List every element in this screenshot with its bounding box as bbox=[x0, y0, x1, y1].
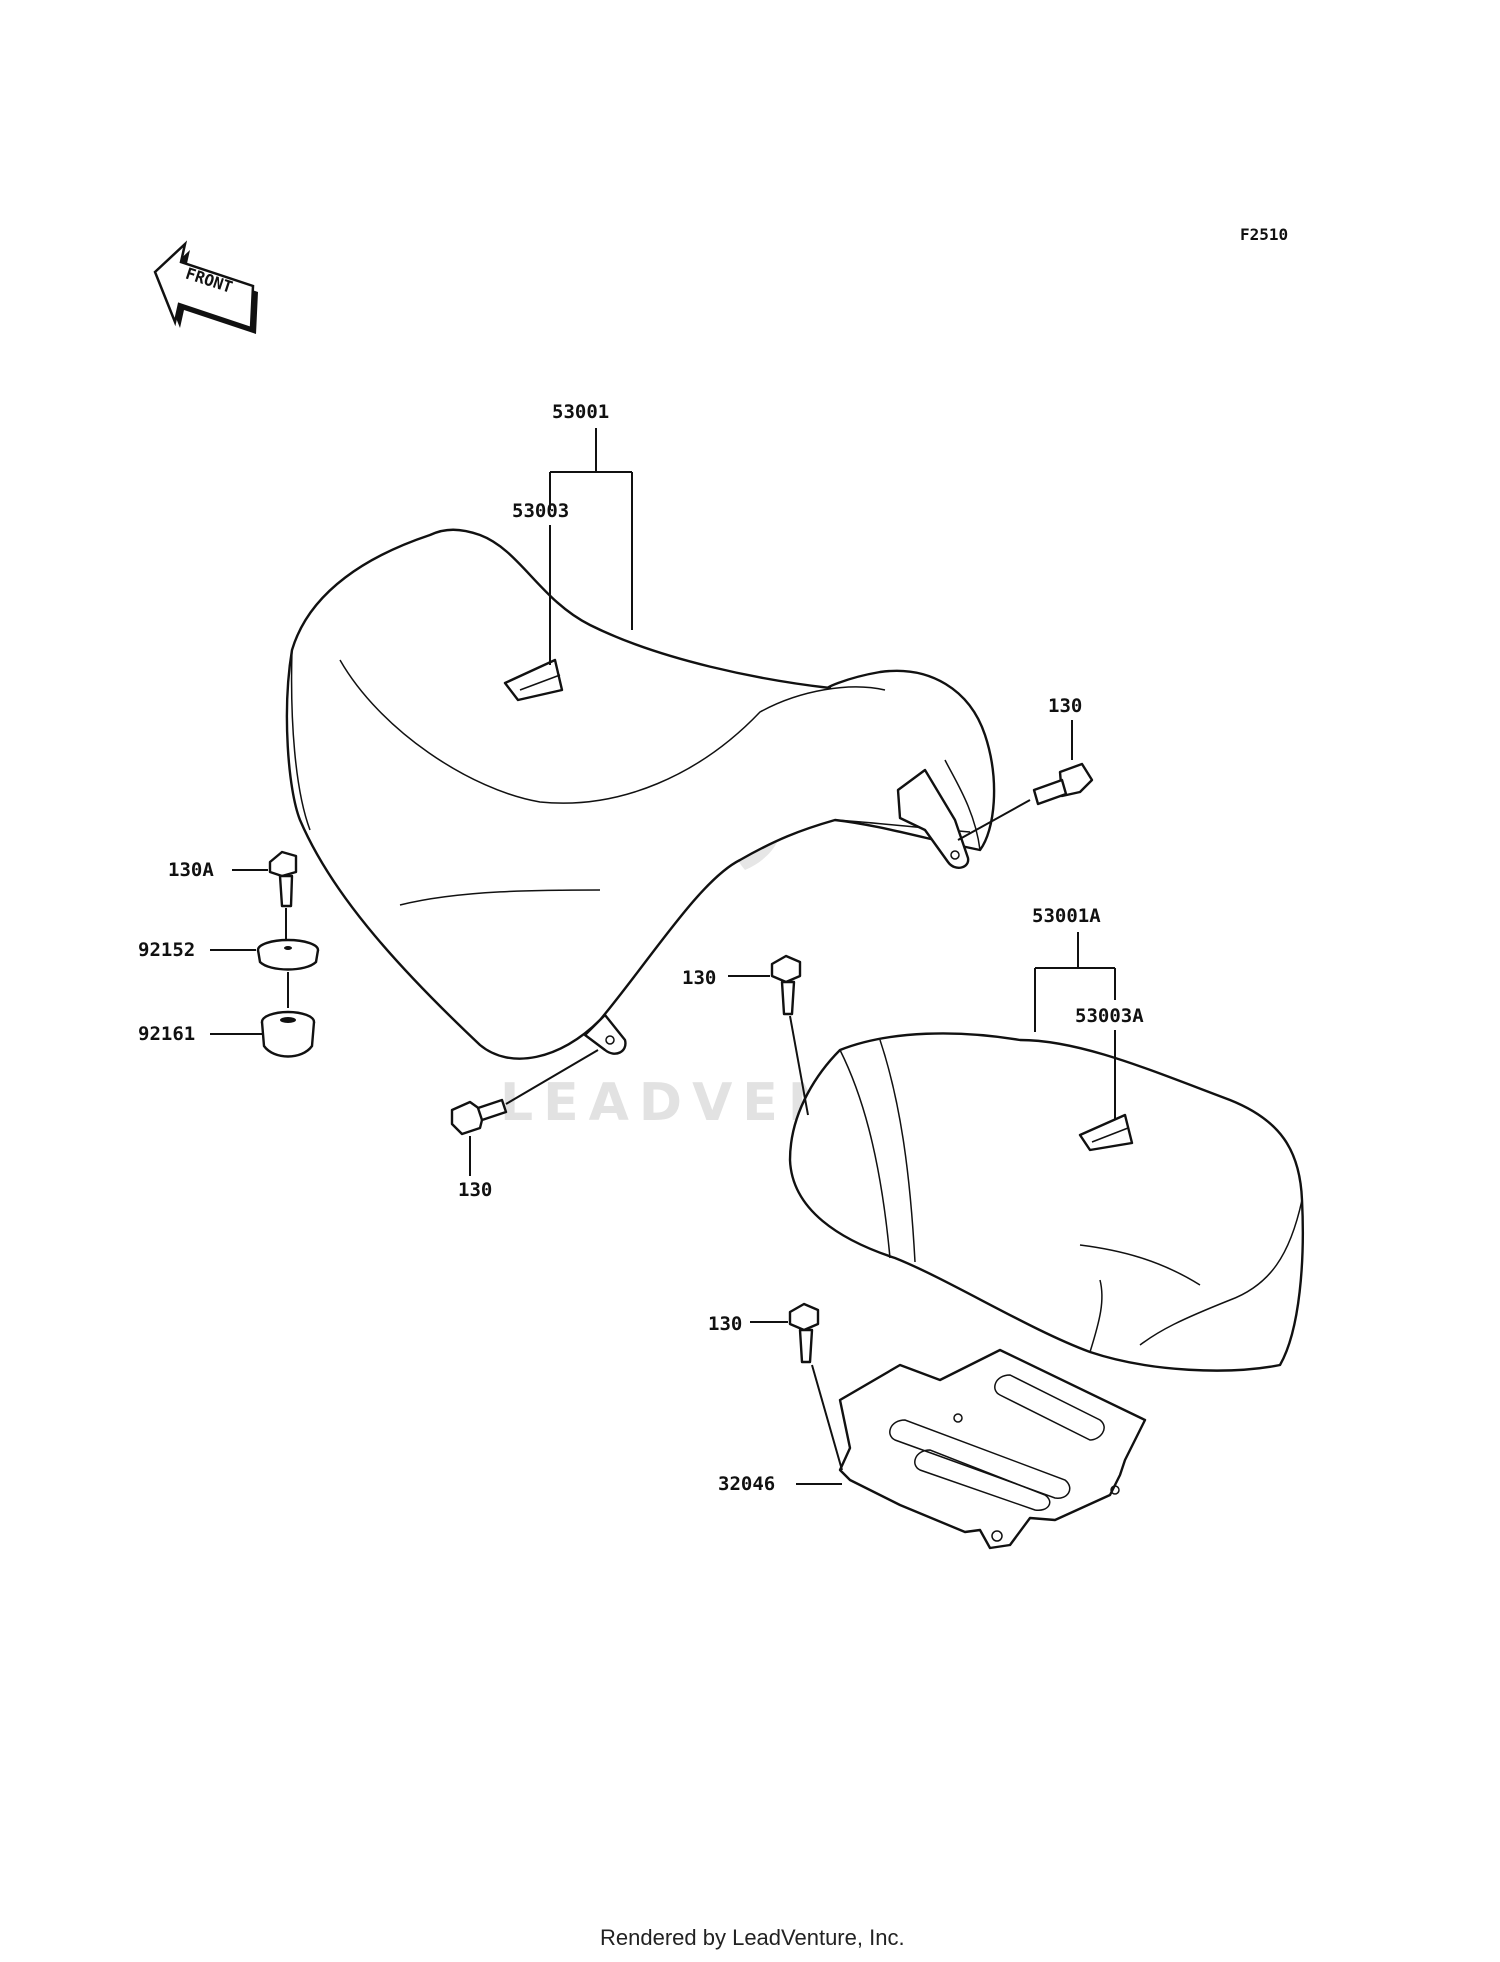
label-92152: 92152 bbox=[138, 939, 195, 961]
label-130-mid: 130 bbox=[682, 967, 716, 989]
diagram-code: F2510 bbox=[1240, 225, 1288, 244]
rear-seat bbox=[788, 1032, 1304, 1372]
plate bbox=[838, 1348, 1147, 1550]
label-130A: 130A bbox=[168, 859, 214, 881]
bolt-130-mid-icon bbox=[770, 954, 802, 1016]
label-53001: 53001 bbox=[552, 401, 609, 423]
front-arrow-icon: FRONT bbox=[153, 240, 258, 334]
bolt-130-right-icon bbox=[1032, 762, 1094, 806]
damper-92161-icon bbox=[260, 1010, 316, 1058]
bolt-130-lower-icon bbox=[788, 1302, 820, 1364]
label-32046: 32046 bbox=[718, 1473, 775, 1495]
label-130-left: 130 bbox=[458, 1179, 492, 1201]
label-130-right: 130 bbox=[1048, 695, 1082, 717]
footer-credit: Rendered by LeadVenture, Inc. bbox=[600, 1925, 905, 1950]
label-53003: 53003 bbox=[512, 500, 569, 522]
main-seat bbox=[285, 528, 996, 1060]
bolt-130-left-icon bbox=[450, 1098, 508, 1136]
label-130-lower: 130 bbox=[708, 1313, 742, 1335]
washer-92152-icon bbox=[256, 938, 320, 971]
bolt-130a-icon bbox=[268, 850, 298, 908]
label-53003A: 53003A bbox=[1075, 1005, 1144, 1027]
label-53001A: 53001A bbox=[1032, 905, 1101, 927]
label-92161: 92161 bbox=[138, 1023, 195, 1045]
